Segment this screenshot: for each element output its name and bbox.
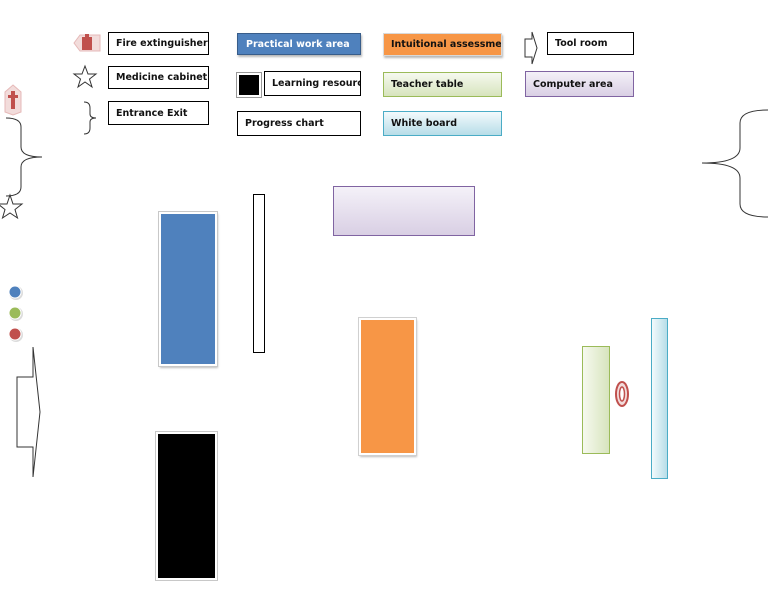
white-board — [651, 318, 668, 479]
learning-resource-area — [156, 432, 217, 580]
progress-chart — [253, 194, 265, 353]
legend-medicine-cabinet-label: Medicine cabinet — [108, 66, 209, 89]
legend-teacher-table: Teacher table — [383, 72, 502, 97]
legend-fire-extinguisher-label: Fire extinguisher — [108, 32, 209, 55]
practical-work-area — [159, 212, 217, 366]
curly-brace-marker — [701, 109, 768, 218]
notched-arrow-icon — [16, 346, 41, 478]
intuitional-assessment-area — [359, 318, 416, 455]
legend-intuitional-assessment: Intuitional assessment — [383, 33, 502, 56]
star-icon — [72, 64, 98, 89]
colored-dots — [8, 285, 23, 342]
fire-extinguisher-icon — [615, 381, 629, 407]
computer-area — [333, 186, 475, 236]
notched-arrow-icon — [524, 31, 538, 65]
star-icon — [0, 193, 24, 220]
legend-computer-area: Computer area — [525, 71, 634, 97]
entrance-exit-marker — [5, 117, 43, 197]
legend-progress-chart-label: Progress chart — [237, 111, 361, 136]
legend-white-board: White board — [383, 111, 502, 136]
legend-learning-resource-label: Learning resource — [264, 71, 361, 96]
curly-brace-icon — [83, 101, 97, 135]
teacher-table — [582, 346, 610, 454]
fire-extinguisher-icon — [4, 84, 22, 116]
black-square-icon — [237, 73, 261, 97]
legend-practical-work-area: Practical work area — [237, 33, 361, 55]
legend-tool-room-label: Tool room — [547, 32, 634, 55]
fire-extinguisher-icon — [73, 34, 101, 52]
legend-entrance-exit-label: Entrance Exit — [108, 101, 209, 125]
